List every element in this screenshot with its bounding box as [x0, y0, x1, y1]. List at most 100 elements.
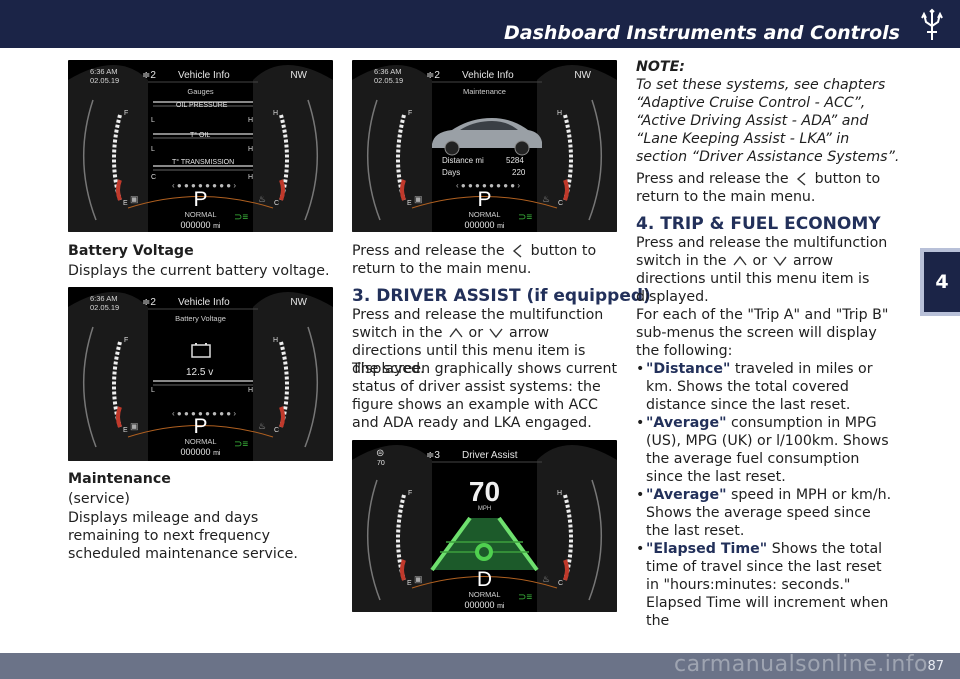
lane-graphic: [430, 516, 539, 572]
cluster-menu-title: Vehicle Info: [462, 70, 514, 81]
gear-indicator: P: [193, 188, 208, 211]
cluster-submenu: Battery Voltage: [175, 314, 226, 323]
battery-voltage-text: Displays the current battery voltage.: [68, 263, 330, 279]
trip-description: For each of the "Trip A" and "Trip B" su…: [636, 307, 889, 359]
page-dots: ‹ ● ● ● ● ● ● ● ● ›: [456, 181, 520, 190]
temp-hot-label: H: [273, 337, 279, 344]
fuel-empty-label: E: [123, 200, 128, 207]
gauge-low: C: [151, 174, 157, 181]
gauge-low: L: [151, 117, 155, 124]
fuel-full-label: F: [124, 337, 129, 344]
cluster-page-count: ≑2: [142, 70, 156, 81]
list-item: "Elapsed Time" Shows the total time of t…: [636, 540, 896, 630]
drive-mode: NORMAL: [184, 437, 217, 446]
list-item: "Average" speed in MPH or km/h. Shows th…: [636, 486, 896, 540]
chevron-left-icon: [793, 172, 811, 186]
fuel-full-label: F: [408, 110, 413, 117]
gear-indicator: P: [193, 415, 208, 438]
chevron-down-icon: [771, 254, 789, 268]
temp-hot-label: H: [557, 110, 563, 117]
odometer: 000000 mi: [180, 220, 221, 230]
chevron-left-icon: [509, 244, 527, 258]
chevron-up-icon: [447, 326, 465, 340]
driver-assist-description: The screen graphically shows current sta…: [352, 361, 618, 431]
maintenance-sub: (service): [68, 491, 130, 507]
trip-fuel-heading: 4. TRIP & FUEL ECONOMY: [636, 214, 881, 234]
drive-mode: NORMAL: [468, 210, 501, 219]
page-header: Dashboard Instruments and Controls: [0, 0, 960, 48]
coolant-icon: ♨: [542, 574, 551, 584]
drive-mode: NORMAL: [468, 590, 501, 599]
temp-cold-label: C: [274, 427, 280, 434]
cluster-menu-title: Vehicle Info: [178, 70, 230, 81]
coolant-icon: ♨: [258, 421, 267, 431]
headlight-icon: ⊃≡: [518, 592, 533, 603]
fuel-full-label: F: [408, 490, 413, 497]
battery-voltage-value: 12.5 v: [186, 367, 214, 378]
cluster-page-count: ≑2: [426, 70, 440, 81]
page-footer: carmanualsonline.info 87: [0, 652, 960, 679]
distance-value: 5284: [506, 156, 524, 165]
fuel-empty-label: E: [407, 580, 412, 587]
note-label: NOTE:: [636, 59, 685, 75]
cluster-compass: NW: [290, 297, 307, 308]
cluster-submenu: Gauges: [187, 87, 214, 96]
headlight-icon: ⊃≡: [518, 212, 533, 223]
driver-assist-heading: 3. DRIVER ASSIST (if equipped): [352, 286, 651, 306]
page-dots: ‹ ● ● ● ● ● ● ● ● ›: [172, 409, 236, 418]
headlight-icon: ⊃≡: [234, 212, 249, 223]
gauge-low: L: [151, 387, 155, 394]
gauge-high: H: [248, 174, 254, 181]
temp-hot-label: H: [273, 110, 279, 117]
cluster-bezel: [68, 292, 333, 461]
note-text: To set these systems, see chapters “Adap…: [636, 77, 900, 165]
maintenance-text: Displays mileage and days remaining to n…: [68, 510, 298, 562]
headlight-icon: ⊃≡: [234, 439, 249, 450]
trip-instruction: Press and release the multifunction swit…: [636, 235, 888, 305]
cluster-menu-title: Vehicle Info: [178, 297, 230, 308]
odometer: 000000 mi: [180, 447, 221, 457]
fuel-full-label: F: [124, 110, 129, 117]
chapter-tab: 4: [920, 248, 960, 316]
temp-hot-label: H: [557, 490, 563, 497]
page-number: 87: [927, 659, 944, 674]
cluster-menu-title: Driver Assist: [462, 450, 518, 461]
distance-label: Distance mi: [442, 156, 484, 165]
cluster-bezel: [352, 65, 617, 232]
cluster-bezel: [352, 445, 617, 612]
speed-unit: MPH: [477, 506, 492, 512]
cluster-driver-assist-screen: ⊜ 70 ≑3 Driver Assist 70 MPH F E H C D N…: [352, 440, 617, 612]
temp-cold-label: C: [558, 580, 564, 587]
cluster-compass: NW: [574, 70, 591, 81]
odometer: 000000 mi: [464, 220, 505, 230]
days-value: 220: [512, 168, 526, 177]
fuel-pump-icon: ▣: [414, 194, 423, 204]
gauge-high: H: [248, 117, 254, 124]
watermark: carmanualsonline.info: [674, 652, 928, 677]
driver-assist-instruction: Press and release the multifunction swit…: [352, 307, 604, 377]
maintenance-heading: Maintenance: [68, 471, 171, 487]
chevron-up-icon: [731, 254, 749, 268]
chevron-down-icon: [487, 326, 505, 340]
gauge-high: H: [248, 387, 254, 394]
list-item: "Distance" traveled in miles or km. Show…: [636, 360, 896, 414]
fuel-empty-label: E: [407, 200, 412, 207]
temp-cold-label: C: [274, 200, 280, 207]
days-label: Days: [442, 168, 461, 177]
fuel-pump-icon: ▣: [414, 574, 423, 584]
coolant-icon: ♨: [258, 194, 267, 204]
trip-bullet-list: "Distance" traveled in miles or km. Show…: [636, 360, 896, 630]
gear-indicator: D: [476, 568, 493, 591]
cluster-page-count: ≑3: [426, 450, 440, 461]
cluster-page-count: ≑2: [142, 297, 156, 308]
gauge-row-label: T° OIL: [190, 132, 211, 139]
battery-voltage-heading: Battery Voltage: [68, 243, 194, 259]
fuel-pump-icon: ▣: [130, 194, 139, 204]
list-item: "Average" consumption in MPG (US), MPG (…: [636, 414, 896, 486]
